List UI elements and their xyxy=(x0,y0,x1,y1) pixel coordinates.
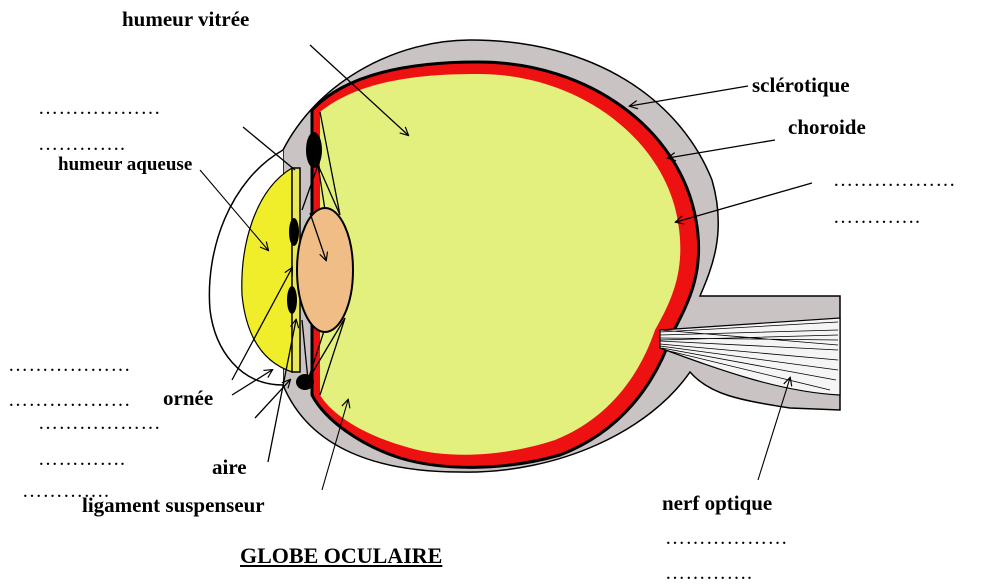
ciliary-body-top xyxy=(306,132,322,168)
blank-left-1b: …………. xyxy=(38,134,126,154)
label-choroide: choroide xyxy=(788,116,866,138)
iris-upper xyxy=(289,218,299,246)
blank-right-1b: …………. xyxy=(833,207,921,227)
label-sclerotique: sclérotique xyxy=(752,74,850,96)
ciliary-body-bottom xyxy=(296,374,314,390)
lens xyxy=(297,208,353,332)
blank-left-3a: ……………… xyxy=(38,413,161,433)
label-nerf-optique: nerf optique xyxy=(662,492,772,514)
blank-bottom-1b: …………. xyxy=(665,563,753,583)
label-cornee-partial: ornée xyxy=(163,387,213,409)
blank-left-2a: ……………… xyxy=(8,355,131,375)
blank-left-1a: ……………… xyxy=(38,98,161,118)
label-humeur-vitree: humeur vitrée xyxy=(122,8,249,30)
blank-right-1a: ……………… xyxy=(833,170,956,190)
iris-lower xyxy=(287,286,297,314)
blank-left-3b: …………. xyxy=(38,449,126,469)
diagram-title: GLOBE OCULAIRE xyxy=(240,545,442,567)
blank-left-4: …………. xyxy=(22,481,110,501)
blank-left-2b: ……………… xyxy=(8,390,131,410)
label-humeur-aqueuse: humeur aqueuse xyxy=(58,154,192,176)
blank-bottom-1a: ……………… xyxy=(665,528,788,548)
label-ciliaire-partial: aire xyxy=(212,456,247,478)
arrow-blank-ciliary xyxy=(255,380,290,418)
